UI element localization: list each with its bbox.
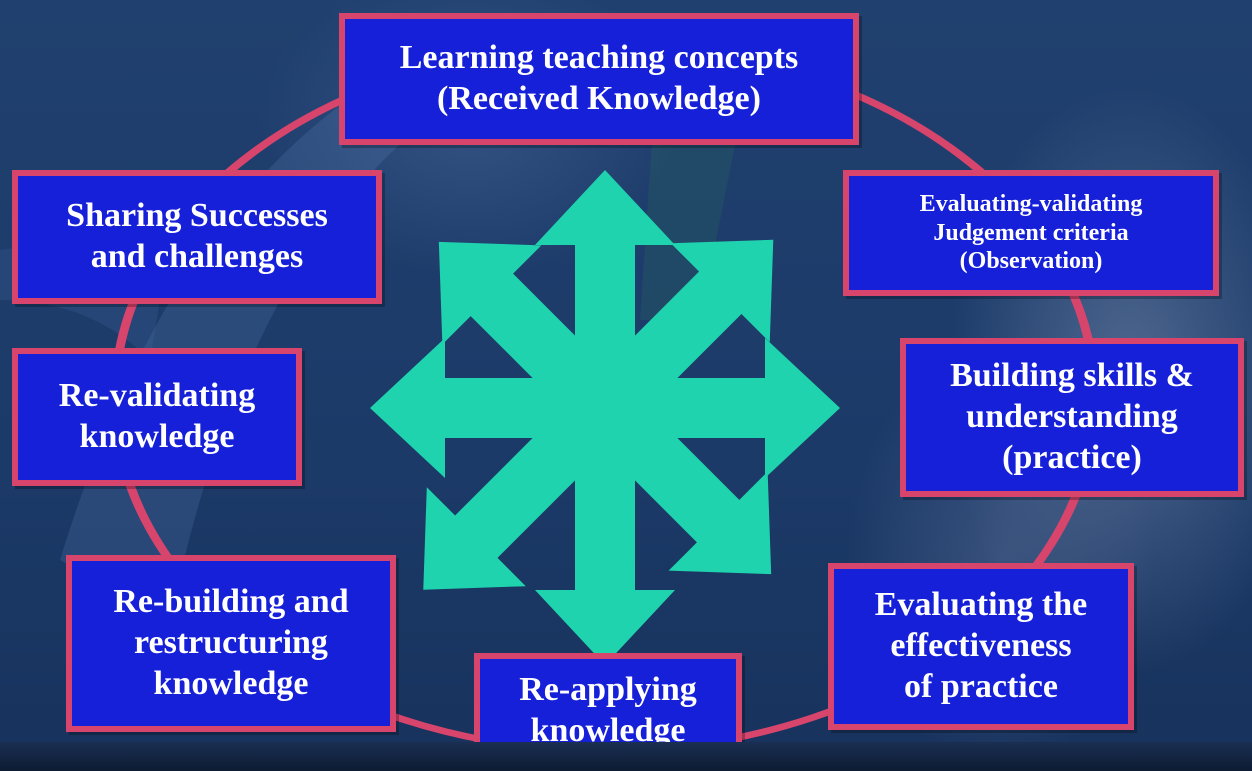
eight-direction-arrows-icon — [370, 170, 840, 665]
node-re-validating: Re-validating knowledge — [12, 348, 302, 486]
node-label: Evaluating-validating Judgement criteria… — [919, 190, 1143, 275]
node-building-skills: Building skills & understanding (practic… — [900, 338, 1244, 497]
node-label: Learning teaching concepts (Received Kno… — [399, 39, 799, 117]
node-label: Re-validating knowledge — [58, 377, 256, 455]
node-label: Sharing Successes and challenges — [66, 197, 328, 275]
node-label: Re-building and restructuring knowledge — [113, 583, 349, 702]
node-sharing-successes: Sharing Successes and challenges — [12, 170, 382, 304]
node-evaluating-validating: Evaluating-validating Judgement criteria… — [843, 170, 1219, 296]
bottom-bar — [0, 742, 1252, 771]
node-label: Building skills & understanding (practic… — [950, 357, 1194, 476]
node-learning-teaching-concepts: Learning teaching concepts (Received Kno… — [339, 13, 859, 145]
node-evaluating-effectiveness: Evaluating the effectiveness of practice — [828, 563, 1134, 730]
node-re-building: Re-building and restructuring knowledge — [66, 555, 396, 732]
node-label: Re-applying knowledge — [519, 671, 697, 749]
node-label: Evaluating the effectiveness of practice — [874, 586, 1088, 705]
